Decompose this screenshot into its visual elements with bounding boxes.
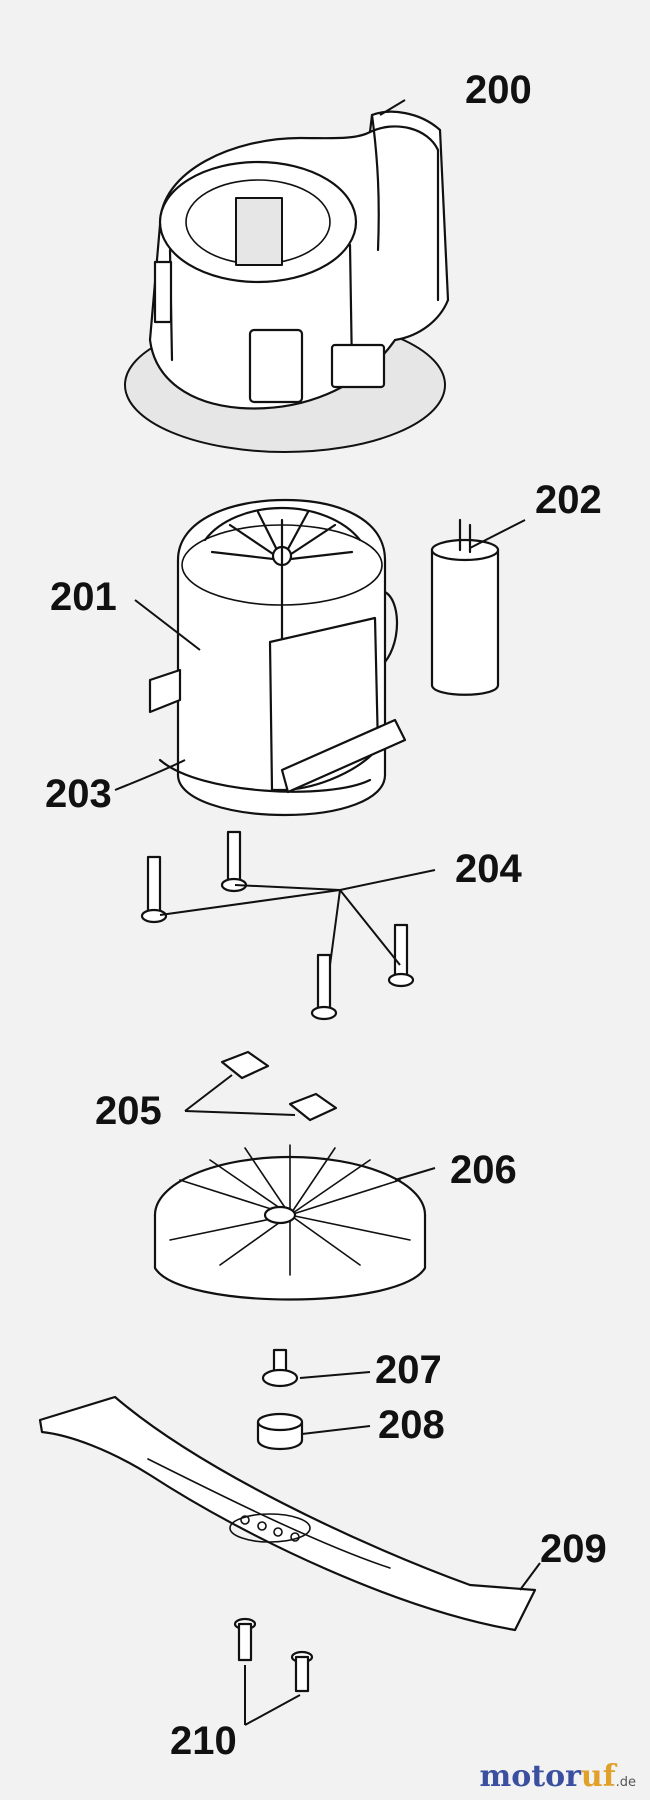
site-watermark: motoruf.de	[479, 1759, 636, 1794]
part-label-208: 208	[378, 1403, 445, 1447]
watermark-accent: uf	[580, 1759, 616, 1794]
part-label-201: 201	[50, 575, 117, 619]
part-label-206: 206	[450, 1148, 517, 1192]
nuts-drawing	[220, 1050, 338, 1122]
screws-drawing	[233, 1617, 314, 1693]
housing-drawing	[124, 110, 450, 453]
part-label-205: 205	[95, 1089, 162, 1133]
part-label-204: 204	[455, 847, 522, 891]
watermark-tld: .de	[615, 1775, 636, 1790]
watermark-main: motor	[479, 1759, 581, 1794]
fan-drawing	[153, 1144, 427, 1301]
part-label-209: 209	[540, 1527, 607, 1571]
blade-drawing	[38, 1395, 537, 1632]
part-label-207: 207	[375, 1348, 442, 1392]
part-label-203: 203	[45, 772, 112, 816]
part-label-210: 210	[170, 1719, 237, 1763]
motor-drawing	[148, 498, 407, 817]
part-label-200: 200	[465, 68, 532, 112]
motor-screws-drawing	[140, 830, 415, 1021]
leader-lines	[114, 99, 541, 1726]
bolt-spacer-drawing	[256, 1348, 304, 1450]
capacitor-drawing	[430, 518, 500, 696]
part-label-202: 202	[535, 478, 602, 522]
part-labels: 200 201 202 203 204 205 206 207 208 209 …	[45, 68, 607, 1763]
